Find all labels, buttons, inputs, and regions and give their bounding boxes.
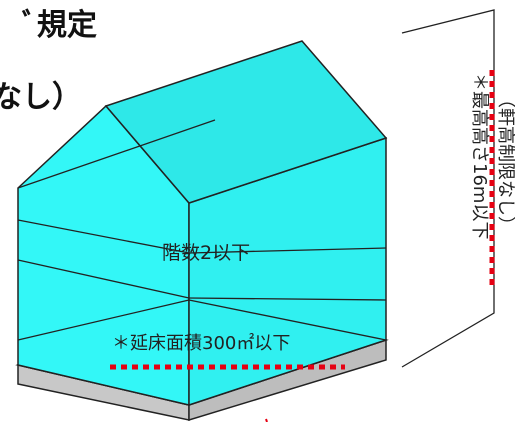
floor-line-front-mid bbox=[17, 259, 190, 299]
height-label: ＊最高高さ16m以下 bbox=[469, 73, 490, 239]
roof-plane bbox=[104, 40, 388, 204]
floor-area-label: ＊延床面積300㎡以下 bbox=[112, 332, 290, 354]
floors-label: 階数2以下 bbox=[162, 242, 250, 264]
heading-line-2: なし） bbox=[0, 80, 82, 115]
floor-line-side-lower bbox=[188, 299, 387, 341]
floor-line-front-lower bbox=[17, 299, 190, 341]
floor-line-side-mid bbox=[188, 297, 387, 301]
floor-line-front-upper bbox=[17, 219, 190, 254]
heading-line-1: ﾞ規定 bbox=[22, 8, 97, 43]
floor-line-side-upper bbox=[188, 247, 387, 254]
height-note: （軒高制限なし） bbox=[495, 90, 515, 234]
inner-ridge-line bbox=[17, 119, 216, 189]
